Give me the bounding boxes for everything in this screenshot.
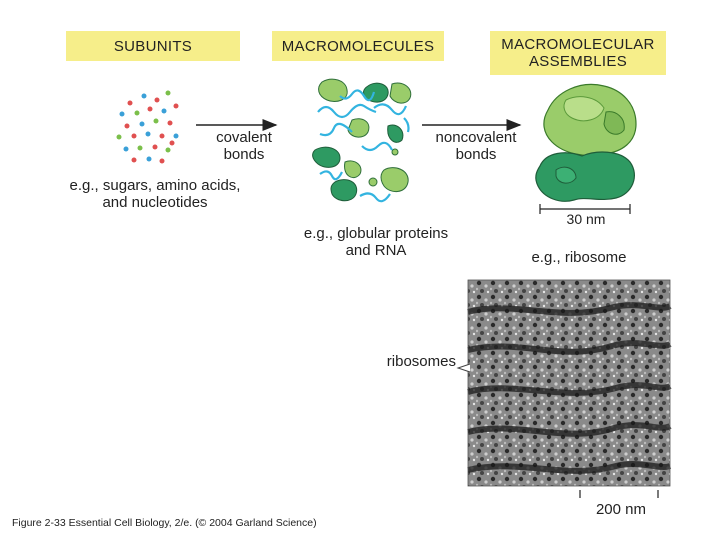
ribosomes-pointer [456, 363, 471, 373]
electron-micrograph [467, 279, 672, 487]
macromolecule-cluster [312, 78, 412, 203]
scale-label-30nm: 30 nm [566, 211, 606, 227]
subunits-examples: e.g., sugars, amino acids,and nucleotide… [69, 177, 241, 211]
assemblies-example: e.g., ribosome [531, 249, 627, 266]
scale-bar-200nm [579, 490, 659, 498]
ribosomes-label: ribosomes [386, 353, 456, 370]
header-macromolecules: MACROMOLECULES [272, 31, 444, 61]
ribosome-assembly [535, 83, 637, 202]
figure-caption: Figure 2-33 Essential Cell Biology, 2/e.… [12, 517, 317, 529]
header-subunits: SUBUNITS [66, 31, 240, 61]
subunit-dots [116, 90, 179, 164]
scale-label-200nm: 200 nm [595, 501, 647, 518]
scale-bar-30nm [539, 204, 631, 214]
